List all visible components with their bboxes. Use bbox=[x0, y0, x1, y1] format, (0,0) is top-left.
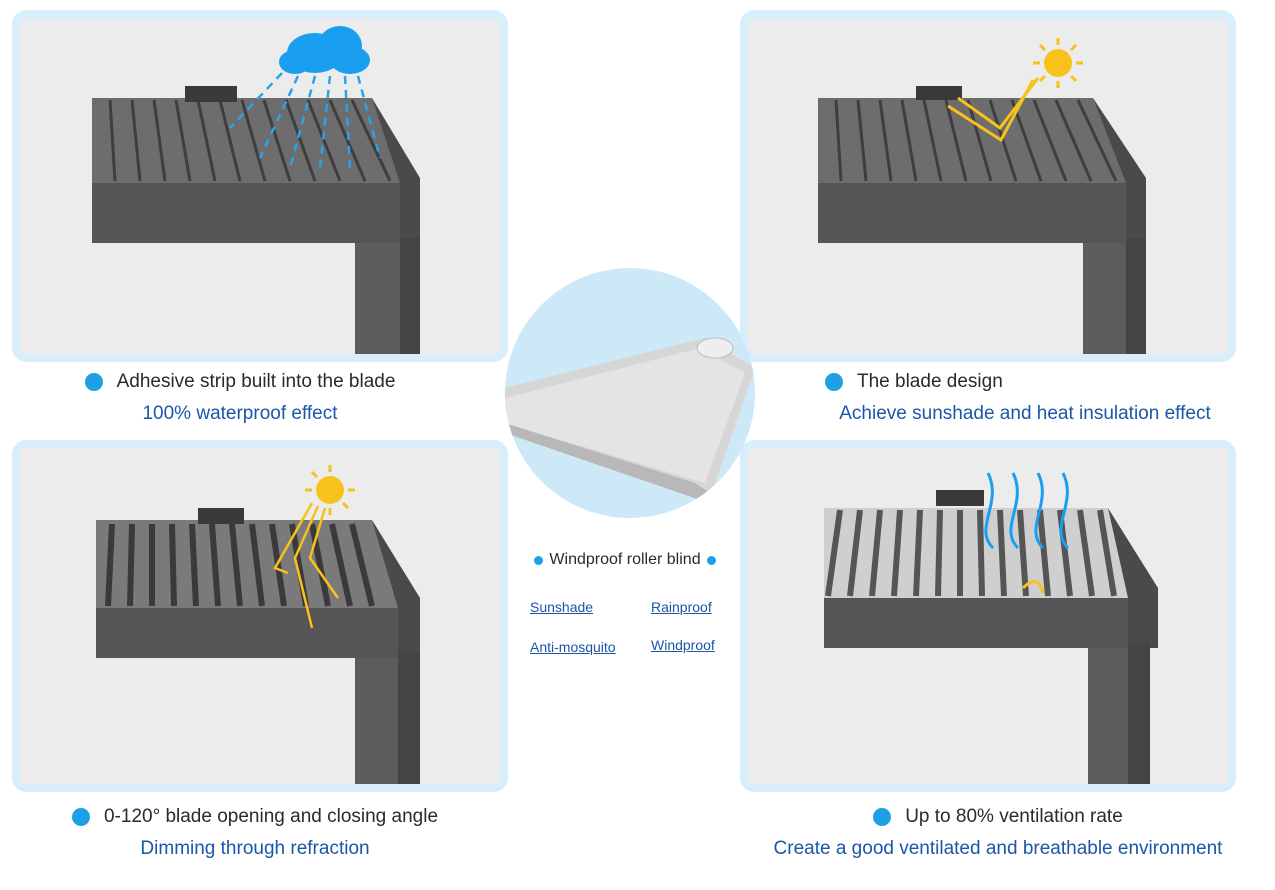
panel-waterproof bbox=[12, 10, 508, 362]
pergola-ventilation-image bbox=[748, 448, 1228, 784]
sun-icon bbox=[947, 38, 1083, 143]
bullet-dot bbox=[825, 373, 843, 391]
pergola-angle-image bbox=[20, 448, 500, 784]
caption-subtitle: Dimming through refraction bbox=[140, 838, 370, 859]
caption-subtitle: Create a good ventilated and breathable … bbox=[773, 838, 1223, 859]
caption-title: Adhesive strip built into the blade bbox=[116, 371, 396, 392]
feature-anti-mosquito-link[interactable]: Anti-mosquito bbox=[530, 639, 616, 655]
airflow-arrows-icon bbox=[984, 472, 1070, 594]
caption-title: 0-120° blade opening and closing angle bbox=[103, 806, 439, 827]
bullet-dot bbox=[71, 808, 90, 826]
roller-blind-image bbox=[505, 337, 755, 500]
panel-angle bbox=[12, 440, 508, 792]
caption-title: The blade design bbox=[857, 371, 1003, 392]
bullet-dot bbox=[706, 555, 716, 565]
roller-blind-title-text: Windproof roller blind bbox=[549, 551, 701, 568]
roller-blind-circle bbox=[505, 268, 755, 518]
feature-rainproof-link[interactable]: Rainproof bbox=[651, 599, 712, 615]
panel-sunshade bbox=[740, 10, 1236, 362]
caption-waterproof: Adhesive strip built into the blade 100%… bbox=[30, 371, 450, 425]
caption-angle: 0-120° blade opening and closing angle D… bbox=[30, 806, 480, 860]
bullet-dot bbox=[84, 373, 103, 391]
sun-icon bbox=[273, 465, 355, 629]
caption-subtitle: Achieve sunshade and heat insulation eff… bbox=[839, 403, 1211, 424]
caption-sunshade: The blade design Achieve sunshade and he… bbox=[790, 371, 1260, 425]
bullet-dot bbox=[534, 555, 544, 565]
bullet-dot bbox=[873, 808, 892, 826]
roller-blind-title: Windproof roller blind bbox=[510, 551, 740, 569]
pergola-rain-image bbox=[20, 18, 500, 354]
panel-ventilation bbox=[740, 440, 1236, 792]
caption-title: Up to 80% ventilation rate bbox=[905, 806, 1123, 827]
rain-cloud-icon bbox=[229, 26, 382, 169]
pergola-sun-image bbox=[748, 18, 1228, 354]
feature-windproof-link[interactable]: Windproof bbox=[651, 637, 715, 653]
feature-sunshade-link[interactable]: Sunshade bbox=[530, 599, 594, 615]
caption-subtitle: 100% waterproof effect bbox=[142, 403, 338, 424]
caption-ventilation: Up to 80% ventilation rate Create a good… bbox=[728, 806, 1268, 860]
